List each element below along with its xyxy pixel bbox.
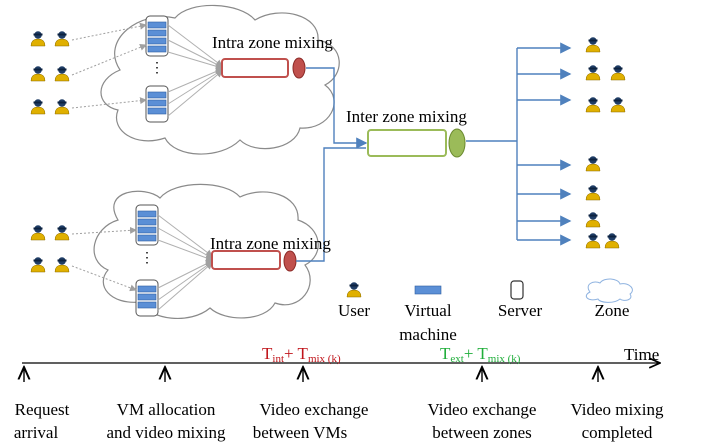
legend-server-icon xyxy=(510,280,524,300)
intra-mixer-knob-top xyxy=(292,57,306,79)
user-icon xyxy=(610,96,626,113)
connector-bottom xyxy=(296,147,366,262)
legend-zone-label: Zone xyxy=(594,301,630,320)
server-rack-bottom: ⋮ xyxy=(135,204,159,317)
event-label-line1: Video exchange xyxy=(427,400,537,419)
user-icons-left xyxy=(30,30,70,273)
user-icon xyxy=(585,96,601,113)
event-label-line2: between zones xyxy=(432,423,532,442)
connector-top xyxy=(306,67,368,149)
user-icon xyxy=(54,30,70,47)
user-icons-right xyxy=(585,36,626,249)
user-icon xyxy=(54,98,70,115)
user-icon xyxy=(610,64,626,81)
event-label-line1: VM allocation xyxy=(116,400,216,419)
user-icon xyxy=(585,64,601,81)
t-int-label: Tint+ Tmix (k) xyxy=(262,344,341,365)
user-icon xyxy=(30,98,46,115)
event-label-line2: and video mixing xyxy=(106,423,226,442)
event-label-line1: Video mixing xyxy=(570,400,664,419)
user-icon xyxy=(585,36,601,53)
legend-vm-label-line2: machine xyxy=(399,325,457,344)
event-label-line1: Request xyxy=(14,400,70,419)
event-label-line2: arrival xyxy=(13,423,59,442)
intra-mixer-box-bottom xyxy=(211,250,281,270)
user-icon xyxy=(54,65,70,82)
legend-vm-label-line1: Virtual xyxy=(404,301,452,320)
legend-server-label: Server xyxy=(497,301,543,320)
event-label-line1: Video exchange xyxy=(259,400,369,419)
legend-zone-icon xyxy=(585,278,633,303)
user-icon xyxy=(585,232,601,249)
inter-zone-label: Inter zone mixing xyxy=(346,107,467,126)
time-axis-label: Time xyxy=(624,345,660,364)
user-icon xyxy=(54,224,70,241)
intra-zone-label-bottom: Intra zone mixing xyxy=(210,234,331,253)
user-icon xyxy=(585,155,601,172)
user-icon xyxy=(585,184,601,201)
user-icon xyxy=(30,256,46,273)
legend-vm-icon xyxy=(414,285,442,295)
intra-mixer-knob-bottom xyxy=(283,250,297,272)
event-label-line2: completed xyxy=(581,423,653,442)
legend-user-label: User xyxy=(337,301,371,320)
user-icon xyxy=(54,256,70,273)
user-icon xyxy=(30,224,46,241)
inter-mixer-knob xyxy=(448,128,466,158)
svg-text:⋮: ⋮ xyxy=(150,61,164,76)
user-icon xyxy=(585,211,601,228)
user-icon xyxy=(30,65,46,82)
event-label-line2: between VMs xyxy=(252,423,348,442)
zone-cloud-top xyxy=(100,4,340,155)
t-ext-label: Text+ Tmix (k) xyxy=(440,344,521,365)
legend-user-icon xyxy=(346,281,362,298)
server-rack-top: ⋮ xyxy=(145,15,169,123)
intra-mixer-box-top xyxy=(221,58,289,78)
user-icon xyxy=(604,232,620,249)
user-icon xyxy=(30,30,46,47)
inter-mixer-box xyxy=(367,129,447,157)
svg-text:⋮: ⋮ xyxy=(140,251,154,266)
intra-zone-label-top: Intra zone mixing xyxy=(212,33,333,52)
